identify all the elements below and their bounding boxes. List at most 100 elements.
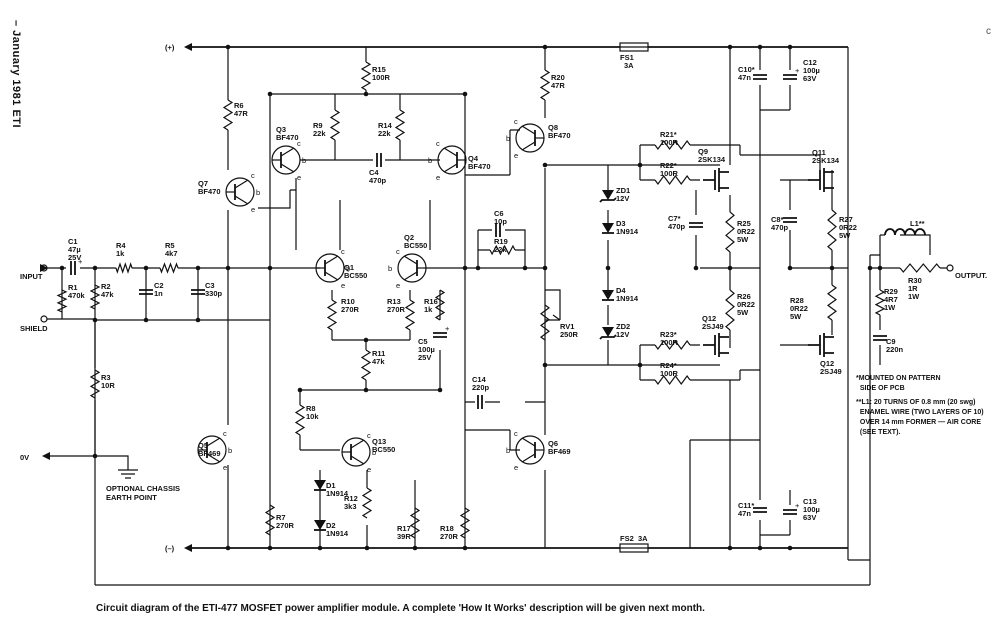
diode-type: 12V [616, 194, 629, 203]
diode-ref: D2 [326, 521, 336, 530]
output-terminal [946, 264, 954, 272]
pin-e: e [514, 151, 518, 160]
resistor-ref: R14 [378, 121, 393, 130]
resistor-value: 0R22 [737, 227, 755, 236]
pin-c: c [251, 171, 255, 180]
junction-dot [829, 265, 835, 271]
resistor-ref: R5 [165, 241, 175, 250]
polarity-plus: + [795, 501, 800, 510]
capacitor-c10: C10*47n [738, 65, 767, 82]
pin-c: c [223, 429, 227, 438]
capacitor-ref: C14 [472, 375, 487, 384]
pin-c: c [297, 139, 301, 148]
capacitor-ref: C11* [738, 501, 754, 510]
resistor-value: 22k [494, 245, 507, 254]
junction-dot [143, 265, 149, 271]
zero-volt-label: 0V [20, 453, 29, 462]
transistor-type: BF469 [198, 449, 221, 458]
capacitor-ref: C13 [803, 497, 817, 506]
input-label: INPUT [20, 272, 43, 281]
resistor-value: 1k [116, 249, 125, 258]
resistor-ref: R26 [737, 292, 751, 301]
terminals [40, 43, 954, 552]
resistor-value: 100R [660, 369, 679, 378]
resistor-value: 4k7 [165, 249, 178, 258]
junction-dot [637, 362, 643, 368]
shield-terminal [40, 315, 48, 323]
resistor-ref: R19 [494, 237, 508, 246]
resistor-ref: R3 [101, 373, 111, 382]
diode-type: 1N914 [616, 294, 639, 303]
input-arrow [40, 264, 48, 272]
wiring [44, 46, 950, 586]
capacitor-value: 10p [494, 217, 507, 226]
resistor-value: 1R [908, 284, 918, 293]
junction-dot [727, 44, 733, 50]
transistor-type: BF470 [198, 187, 221, 196]
capacitor-c11: C11*47n [738, 501, 767, 518]
resistor-value: 0R22 [839, 223, 857, 232]
junction-dot [267, 545, 273, 551]
junction-dot [787, 265, 793, 271]
resistor-value: 47k [101, 290, 114, 299]
resistor-ref: R9 [313, 121, 323, 130]
polarity-plus: + [795, 66, 800, 75]
junction-dot [297, 387, 303, 393]
pin-b: b [256, 188, 260, 197]
pin-c: c [367, 431, 371, 440]
junction-dot [637, 162, 643, 168]
junction-dot [225, 265, 231, 271]
pin-c: c [514, 117, 518, 126]
pin-e: e [341, 281, 345, 290]
diode-ref: ZD1 [616, 186, 630, 195]
pin-b: b [372, 448, 376, 457]
capacitor-value: 470p [668, 222, 686, 231]
pin-e: e [223, 463, 227, 472]
capacitor-value: 47µ [68, 245, 81, 254]
negative-rail-label: (–) [165, 544, 175, 553]
capacitor-ref: C5 [418, 337, 428, 346]
resistor-ref: R13 [387, 297, 401, 306]
resistor-value: 47R [551, 81, 565, 90]
junction-dot [59, 265, 65, 271]
positive-rail-label: (+) [165, 43, 175, 52]
junction-dot [225, 44, 231, 50]
mosfet-type: 2SK134 [812, 156, 840, 165]
junction-dot [363, 91, 369, 97]
junction-dot [787, 44, 793, 50]
junction-dot [92, 453, 98, 459]
transistor-type: BC550 [372, 445, 395, 454]
pin-b: b [228, 446, 232, 455]
transistor-ref: Q4 [468, 154, 479, 163]
capacitor-ref: C3 [205, 281, 215, 290]
fuse-ref: FS1 [620, 53, 634, 62]
output-label: OUTPUT. [955, 271, 987, 280]
fuse-value: 3A [638, 534, 648, 543]
resistor-rating: 5W [737, 308, 749, 317]
junction-dot [693, 265, 699, 271]
resistor-value: 100R [660, 338, 679, 347]
resistor-ref: R8 [306, 404, 316, 413]
transistor-ref: Q2 [404, 233, 414, 242]
resistor-rating: 5W [790, 312, 802, 321]
diode-type: 1N914 [326, 489, 349, 498]
resistor-ref: R1 [68, 283, 78, 292]
